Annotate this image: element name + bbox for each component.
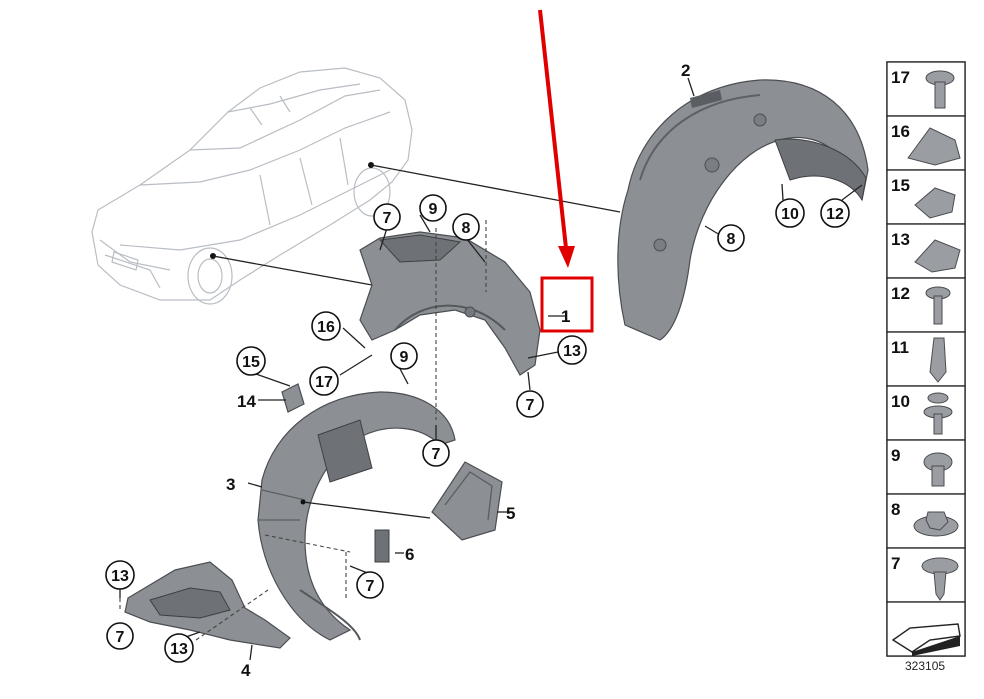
legend-row-11: 11 bbox=[886, 331, 966, 387]
legend-row-7: 7 bbox=[886, 547, 966, 603]
car-outline bbox=[91, 67, 413, 305]
plain-labels: 2 1 3 5 6 4 14 bbox=[226, 61, 690, 680]
svg-text:7: 7 bbox=[526, 397, 535, 414]
svg-text:7: 7 bbox=[116, 629, 125, 646]
car-leaders bbox=[210, 162, 621, 286]
svg-text:8: 8 bbox=[462, 220, 471, 237]
label-5: 5 bbox=[506, 504, 515, 523]
callout-15: 15 bbox=[236, 346, 266, 376]
callout-17: 17 bbox=[309, 366, 339, 396]
svg-text:16: 16 bbox=[891, 122, 910, 141]
svg-text:13: 13 bbox=[170, 641, 188, 658]
svg-text:13: 13 bbox=[111, 568, 129, 585]
callout-13-left: 13 bbox=[105, 560, 135, 590]
legend-row-13: 13 bbox=[886, 223, 966, 279]
assembly-lines bbox=[119, 220, 487, 641]
svg-text:7: 7 bbox=[432, 446, 441, 463]
svg-text:9: 9 bbox=[429, 201, 438, 218]
label-6: 6 bbox=[405, 545, 414, 564]
legend-row-12: 12 bbox=[886, 277, 966, 333]
legend-row-10: 10 bbox=[886, 385, 966, 441]
label-1: 1 bbox=[561, 307, 570, 326]
callout-16: 16 bbox=[311, 311, 341, 341]
callout-leaders bbox=[119, 77, 863, 661]
callout-9-mid: 9 bbox=[390, 342, 418, 370]
svg-text:13: 13 bbox=[891, 230, 910, 249]
svg-text:17: 17 bbox=[315, 374, 333, 391]
label-3: 3 bbox=[226, 475, 235, 494]
svg-text:8: 8 bbox=[727, 231, 736, 248]
callout-7-e: 7 bbox=[106, 622, 134, 650]
legend-row-8: 8 bbox=[886, 493, 966, 549]
lower-splash-panel-part bbox=[124, 561, 291, 649]
legend-row-17: 17 bbox=[886, 61, 966, 117]
callout-10: 10 bbox=[775, 198, 805, 228]
callout-9-top: 9 bbox=[419, 194, 447, 222]
callout-13-bottom: 13 bbox=[164, 633, 194, 663]
svg-text:9: 9 bbox=[891, 446, 900, 465]
svg-text:8: 8 bbox=[891, 500, 900, 519]
svg-text:16: 16 bbox=[317, 319, 335, 336]
front-upper-liner-part bbox=[359, 231, 541, 376]
svg-text:15: 15 bbox=[891, 176, 910, 195]
svg-text:12: 12 bbox=[826, 206, 844, 223]
callout-8-right: 8 bbox=[717, 224, 745, 252]
svg-text:15: 15 bbox=[242, 354, 260, 371]
callout-13-mid: 13 bbox=[557, 335, 587, 365]
circled-callouts: 8 10 12 7 9 8 16 9 17 15 13 7 7 7 13 7 1… bbox=[105, 194, 850, 663]
callout-7-d: 7 bbox=[356, 571, 384, 599]
clip-part bbox=[281, 383, 305, 413]
label-2: 2 bbox=[681, 61, 690, 80]
svg-text:11: 11 bbox=[891, 338, 909, 357]
legend-row-9: 9 bbox=[886, 439, 966, 495]
svg-text:17: 17 bbox=[891, 68, 910, 87]
svg-text:7: 7 bbox=[383, 210, 392, 227]
highlight-annotation bbox=[538, 9, 594, 333]
legend-row-15: 15 bbox=[886, 169, 966, 225]
rear-wheel-arch-part bbox=[617, 79, 869, 341]
label-14: 14 bbox=[237, 392, 256, 411]
callout-7-a: 7 bbox=[373, 203, 401, 231]
svg-text:10: 10 bbox=[891, 392, 910, 411]
svg-text:13: 13 bbox=[563, 343, 581, 360]
front-main-liner-part bbox=[257, 391, 456, 641]
label-4: 4 bbox=[241, 661, 251, 680]
callout-12: 12 bbox=[820, 198, 850, 228]
svg-text:7: 7 bbox=[891, 554, 900, 573]
svg-text:12: 12 bbox=[891, 284, 910, 303]
fastener-legend: 17 16 15 13 12 11 10 9 8 7 bbox=[886, 61, 966, 657]
callout-7-b: 7 bbox=[516, 390, 544, 418]
cover-plate-part bbox=[431, 461, 503, 541]
svg-text:10: 10 bbox=[781, 206, 799, 223]
legend-row-16: 16 bbox=[886, 115, 966, 171]
legend-row-arrow bbox=[886, 601, 966, 657]
callout-7-c: 7 bbox=[422, 439, 450, 467]
reference-number: 323105 bbox=[905, 659, 945, 673]
svg-text:7: 7 bbox=[366, 578, 375, 595]
bracket-part bbox=[374, 529, 390, 563]
svg-text:9: 9 bbox=[400, 349, 409, 366]
callout-8-mid: 8 bbox=[452, 213, 480, 241]
